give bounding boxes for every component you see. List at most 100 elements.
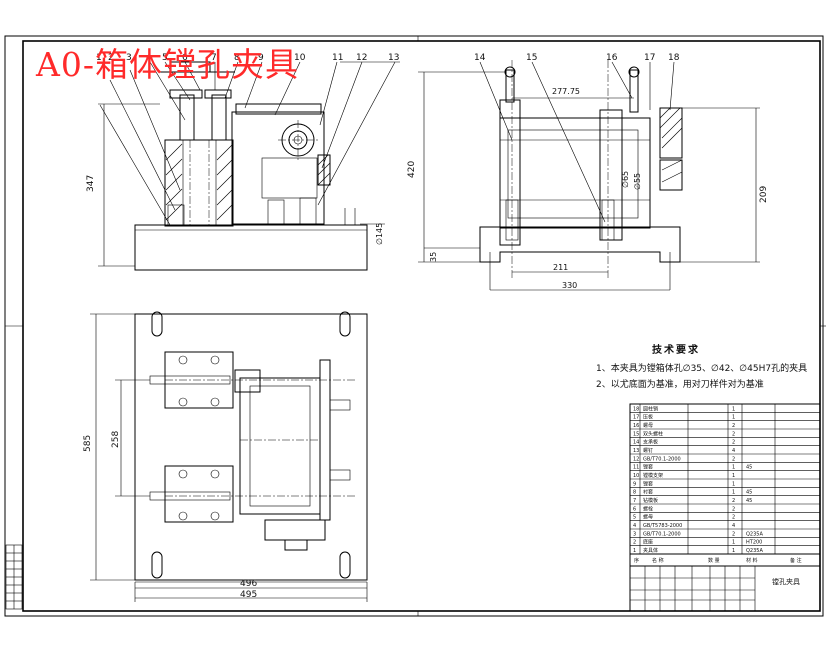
bom-cell-no: 11 — [633, 465, 639, 471]
bom-cell-qty: 1 — [732, 473, 735, 479]
bom-cell-qty: 2 — [732, 440, 735, 446]
tech-requirement-line-1: 1、本夹具为镗箱体孔∅35、∅42、∅45H7孔的夹具 — [596, 364, 808, 374]
bom-header-qty: 数 量 — [708, 557, 720, 564]
top-dim-width2: 495 — [240, 590, 257, 600]
bom-cell-no: 3 — [633, 531, 636, 537]
side-dim-base: 35 — [429, 252, 438, 262]
part-number-4: 4 — [146, 53, 152, 63]
bom-cell-no: 9 — [633, 481, 636, 487]
tech-requirements-heading: 技术要求 — [652, 345, 700, 356]
part-number-8: 8 — [234, 53, 240, 63]
top-dim-width1: 496 — [240, 579, 257, 589]
bom-cell-name: 夹具体 — [643, 547, 658, 554]
part-number-2: 2 — [108, 53, 114, 63]
bom-cell-no: 16 — [633, 423, 639, 429]
bom-cell-qty: 4 — [732, 448, 735, 454]
part-number-10: 10 — [294, 53, 306, 63]
bom-cell-note: 45 — [746, 490, 752, 496]
part-number-17: 17 — [644, 53, 655, 63]
bom-cell-name: 圆柱销 — [643, 405, 658, 412]
bom-cell-no: 7 — [633, 498, 636, 504]
side-dim-bore1: ∅65 — [621, 171, 630, 188]
side-dim-right-height: 209 — [759, 186, 769, 203]
part-number-6: 6 — [182, 53, 188, 63]
page-title: A0-箱体镗孔夹具 — [36, 45, 299, 84]
front-view: 347 ∅145 1 2 3 4 5 6 7 8 9 10 11 12 13 — [86, 53, 400, 271]
side-dim-height: 420 — [407, 161, 417, 178]
top-view: 585 258 496 495 — [83, 311, 368, 602]
bom-cell-no: 5 — [633, 515, 636, 521]
bom-cell-qty: 1 — [732, 465, 735, 471]
bom-cell-qty: 2 — [732, 423, 735, 429]
bom-cell-no: 1 — [633, 548, 636, 554]
side-dim-top: 277.75 — [552, 87, 580, 96]
bom-cell-name: 压板 — [643, 414, 653, 421]
front-dim-height: 347 — [86, 175, 96, 192]
bom-cell-name: GB/T70.1-2000 — [643, 531, 681, 537]
bom-header-material: 材 料 — [746, 557, 758, 564]
bom-cell-qty: 1 — [732, 548, 735, 554]
bom-cell-qty: 2 — [732, 431, 735, 437]
bom-cell-no: 8 — [633, 490, 636, 496]
title-block-name: 镗孔夹具 — [772, 577, 800, 586]
bom-cell-name: GB/T70.1-2000 — [643, 456, 681, 462]
bom-cell-no: 18 — [633, 406, 639, 412]
bom-cell-name: 衬套 — [643, 489, 653, 496]
part-number-11: 11 — [332, 53, 343, 63]
bom-cell-name: 镗套 — [643, 464, 653, 471]
bom-cell-name: 镗模支架 — [643, 472, 663, 479]
bom-header-name: 名 称 — [652, 557, 664, 564]
part-number-12: 12 — [356, 53, 367, 63]
bom-cell-name: 钻模板 — [643, 497, 658, 504]
bom-cell-note: 45 — [746, 465, 752, 471]
bom-cell-qty: 4 — [732, 523, 735, 529]
part-number-16: 16 — [606, 53, 618, 63]
bom-cell-note: 45 — [746, 498, 752, 504]
bom-cell-qty: 2 — [732, 456, 735, 462]
left-revision-strip — [5, 544, 23, 610]
bom-cell-no: 6 — [633, 506, 636, 512]
bom-cell-name: 双头螺柱 — [643, 430, 663, 437]
part-number-18: 18 — [668, 53, 680, 63]
top-dim-height: 585 — [83, 435, 93, 452]
tech-requirement-line-2: 2、以尤底面为基准，用对刀样件对为基准 — [596, 380, 764, 390]
part-number-3: 3 — [126, 53, 132, 63]
bom-header-no: 序 — [634, 557, 639, 564]
bom-cell-no: 10 — [633, 473, 639, 479]
bom-cell-qty: 1 — [732, 481, 735, 487]
bom-cell-no: 14 — [633, 440, 639, 446]
inner-frame — [22, 40, 821, 612]
bom-cell-qty: 2 — [732, 506, 735, 512]
bom-cell-note: Q235A — [746, 548, 763, 554]
side-dim-width2: 330 — [562, 281, 577, 290]
bom-cell-qty: 1 — [732, 490, 735, 496]
front-dim-dia: ∅145 — [375, 223, 384, 245]
part-number-7: 7 — [211, 53, 217, 63]
side-dim-bore2: ∅55 — [633, 173, 642, 190]
side-view: 277.75 420 35 209 211 330 ∅65 ∅55 14 15 … — [407, 53, 769, 291]
part-number-15: 15 — [526, 53, 537, 63]
bom-cell-no: 17 — [633, 415, 639, 421]
bom-cell-name: 螺母 — [643, 514, 653, 521]
part-number-14: 14 — [474, 53, 486, 63]
part-number-1: 1 — [96, 53, 102, 63]
part-number-5: 5 — [162, 53, 168, 63]
side-dim-width1: 211 — [553, 263, 568, 272]
part-number-13: 13 — [388, 53, 399, 63]
bom-cell-name: 镗套 — [643, 480, 653, 487]
bom-cell-no: 4 — [633, 523, 636, 529]
bom-cell-name: 螺钉 — [643, 447, 653, 454]
bom-cell-no: 2 — [633, 540, 636, 546]
bom-cell-name: 底座 — [643, 539, 653, 546]
bom-cell-no: 12 — [633, 456, 639, 462]
bom-cell-qty: 1 — [732, 415, 735, 421]
top-dim-inner: 258 — [111, 431, 121, 448]
bom-cell-qty: 1 — [732, 540, 735, 546]
bom-header-note: 备 注 — [790, 557, 802, 564]
bom-cell-name: GB/T5783-2000 — [643, 523, 682, 529]
bom-cell-name: 螺栓 — [643, 505, 653, 512]
bom-cell-qty: 2 — [732, 515, 735, 521]
